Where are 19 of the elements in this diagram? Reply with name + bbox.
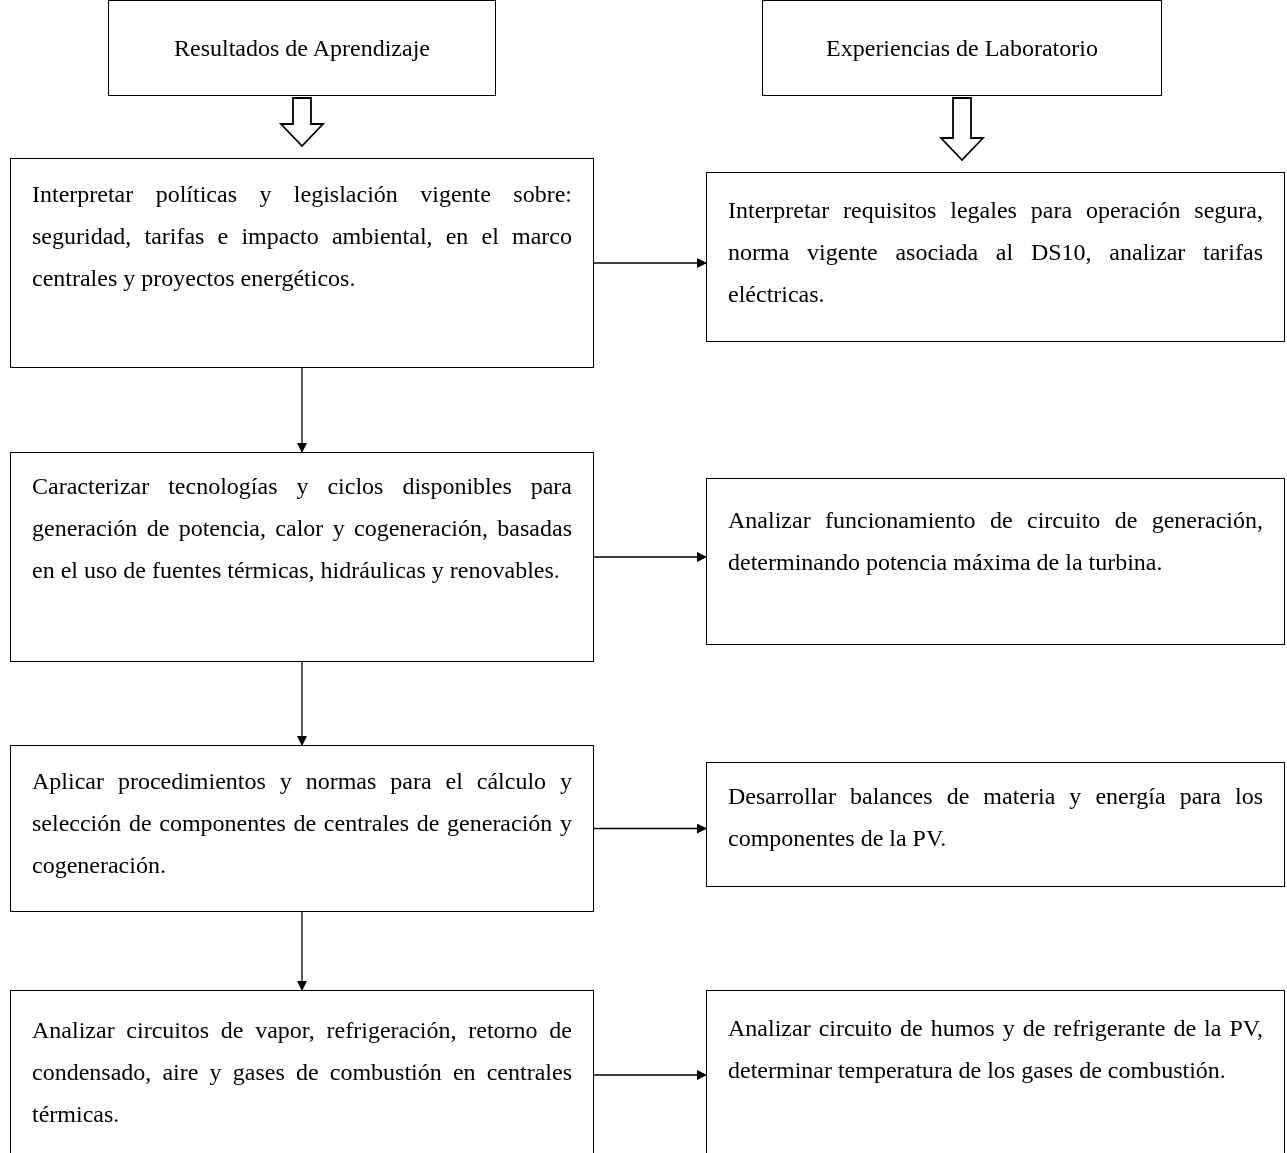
text-box: Interpretar políticas y legislación vigente sobre: seguridad, tarifas e impacto ambiental, en el marco centrales y proyectos energéticos.: [10, 158, 594, 368]
arrow: [297, 911, 307, 991]
text-box: Analizar funcionamiento de circuito de generación, determinando potencia máxima de la turbina.: [706, 478, 1285, 645]
heading-box: Resultados de Aprendizaje: [108, 0, 496, 96]
heading-box: Experiencias de Laboratorio: [762, 0, 1162, 96]
hollow-arrow: [278, 97, 326, 148]
text-box: Caracterizar tecnologías y ciclos disponibles para generación de potencia, calor y cogeneración, basadas en el uso de fuentes térmicas, hidráulicas y renovables.: [10, 452, 594, 662]
text-box: Interpretar requisitos legales para operación segura, norma vigente asociada al DS10, analizar tarifas eléctricas.: [706, 172, 1285, 342]
text-box: Analizar circuitos de vapor, refrigeración, retorno de condensado, aire y gases de combustión en centrales térmicas.: [10, 990, 594, 1153]
text-box: Desarrollar balances de materia y energía para los componentes de la PV.: [706, 762, 1285, 887]
arrow: [593, 823, 707, 834]
arrow: [593, 552, 707, 562]
arrow: [593, 258, 707, 268]
hollow-arrow: [938, 97, 986, 162]
text-box: Analizar circuito de humos y de refrigerante de la PV, determinar temperatura de los gases de combustión.: [706, 990, 1285, 1153]
arrow: [593, 1070, 707, 1080]
text-box: Aplicar procedimientos y normas para el cálculo y selección de componentes de centrales de generación y cogeneración.: [10, 745, 594, 912]
arrow: [297, 367, 307, 453]
arrow: [297, 661, 307, 746]
